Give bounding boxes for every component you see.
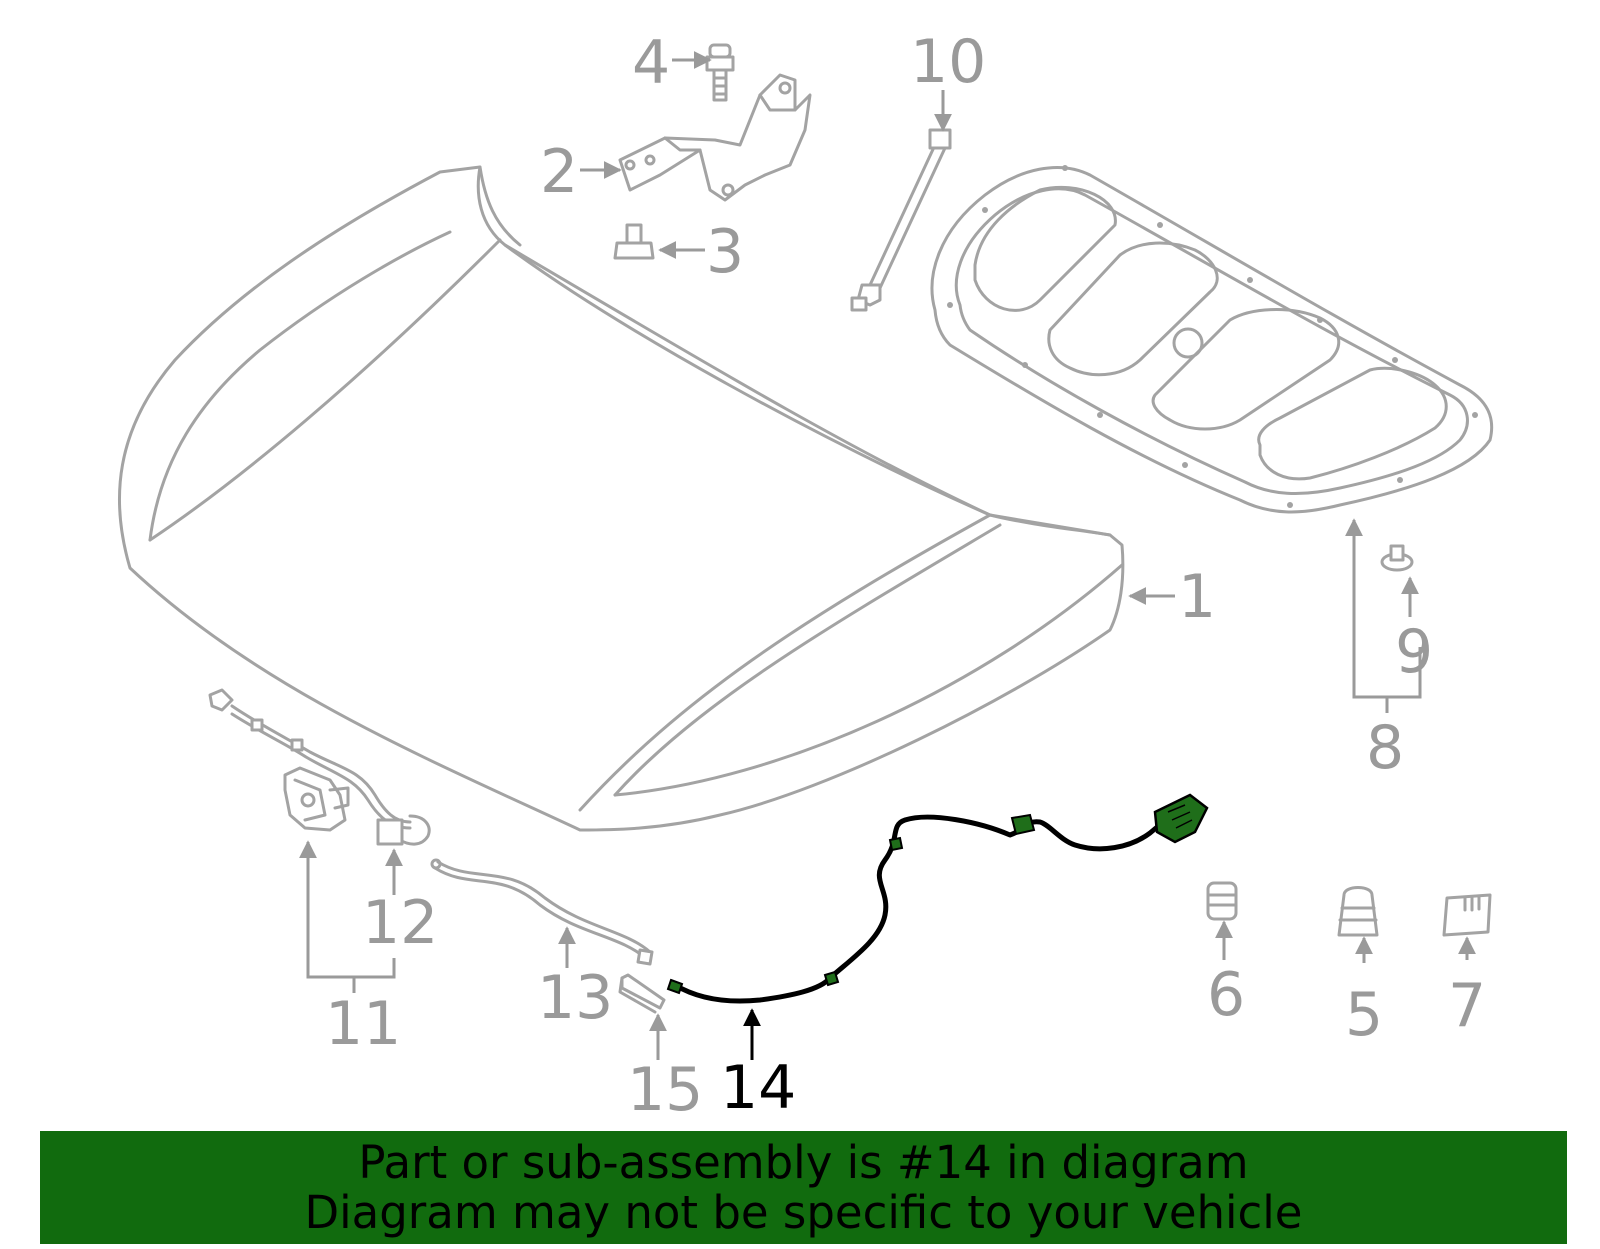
info-banner: Part or sub-assembly is #14 in diagram D… — [40, 1131, 1567, 1244]
parts-diagram: 1 2 3 4 5 6 7 8 9 10 11 12 13 14 15 — [117, 27, 1494, 1125]
callout-14: 14 — [720, 1053, 796, 1123]
callout-5: 5 — [1345, 980, 1383, 1050]
release-cable — [430, 858, 654, 966]
hood-insulator — [930, 165, 1494, 514]
callout-4: 4 — [632, 28, 670, 98]
bumper-5 — [1337, 886, 1379, 937]
leader-lines — [299, 51, 1476, 1060]
callout-13: 13 — [537, 963, 613, 1033]
banner-line-disclaimer: Diagram may not be specific to your vehi… — [304, 1185, 1303, 1239]
hood-strut — [850, 128, 952, 312]
callout-12: 12 — [362, 888, 438, 958]
bolt-4 — [705, 43, 735, 102]
callout-2: 2 — [540, 137, 578, 207]
callout-7: 7 — [1448, 971, 1486, 1041]
bracket-15 — [618, 973, 666, 1014]
bumper-6 — [1206, 881, 1238, 921]
callout-9: 9 — [1395, 617, 1433, 687]
callout-8: 8 — [1366, 713, 1404, 783]
pad-7 — [1442, 893, 1492, 937]
callout-6: 6 — [1207, 960, 1245, 1030]
callout-numbers: 1 2 3 4 5 6 7 8 9 10 11 12 13 14 15 — [325, 27, 1486, 1125]
callout-11: 11 — [325, 989, 401, 1059]
hood-panel — [117, 165, 1125, 832]
callout-3: 3 — [706, 217, 744, 287]
callout-15: 15 — [627, 1055, 703, 1125]
banner-line-part: Part or sub-assembly is #14 in diagram — [358, 1135, 1249, 1189]
callout-1: 1 — [1178, 562, 1216, 632]
clip-9 — [1380, 544, 1414, 572]
hood-hinge — [618, 73, 812, 202]
callout-10: 10 — [910, 27, 986, 97]
hood-latch — [283, 766, 350, 832]
hood-wiring-harness — [666, 793, 1209, 1004]
bolt-3 — [613, 223, 655, 260]
latch-switch-harness — [208, 688, 431, 846]
